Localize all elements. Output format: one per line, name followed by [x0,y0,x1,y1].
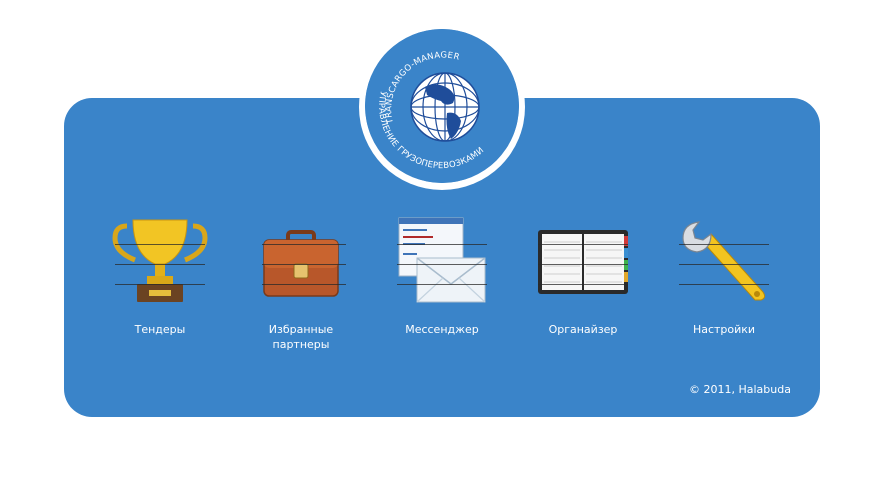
guide-line [115,284,205,285]
menu-item-organizer[interactable]: Органайзер [518,212,648,362]
menu-item-settings-label: Настройки [692,323,756,336]
guide-line [679,264,769,265]
menu-item-partners-label-line1: Избранные [268,323,334,336]
menu-item-partners[interactable]: Избранные партнеры [236,212,366,362]
menu-item-settings[interactable]: Настройки [659,212,789,362]
menu-item-tenders-label: Тендеры [134,323,186,336]
guide-line [538,284,628,285]
menu-item-tenders[interactable]: Тендеры [95,212,225,362]
trophy-icon [95,212,225,308]
planner-icon [518,212,648,308]
copyright: © 2011, Halabuda [689,383,791,396]
menu-item-partners-label: Избранные партнеры [236,322,366,352]
briefcase-icon [236,212,366,308]
guide-line [262,244,346,245]
guide-line [262,264,346,265]
envelope-icon [377,212,507,308]
guide-line [115,264,205,265]
guide-line [679,284,769,285]
guide-line [397,284,487,285]
wrench-icon [659,212,789,308]
menu-item-partners-label-line2: партнеры [272,338,330,351]
guide-line [397,264,487,265]
guide-line [262,284,346,285]
menu-item-messenger-label: Мессенджер [405,323,479,336]
guide-line [679,244,769,245]
menu-item-organizer-label: Органайзер [548,323,618,336]
guide-line [538,264,628,265]
guide-line [538,244,628,245]
globe-icon: TRANSCARGO-MANAGER УПРАВЛЕНИЕ ГРУЗОПЕРЕВ… [365,29,519,183]
guide-line [115,244,205,245]
menu-item-messenger[interactable]: Мессенджер [377,212,507,362]
logo[interactable]: TRANSCARGO-MANAGER УПРАВЛЕНИЕ ГРУЗОПЕРЕВ… [365,29,519,183]
guide-line [397,244,487,245]
